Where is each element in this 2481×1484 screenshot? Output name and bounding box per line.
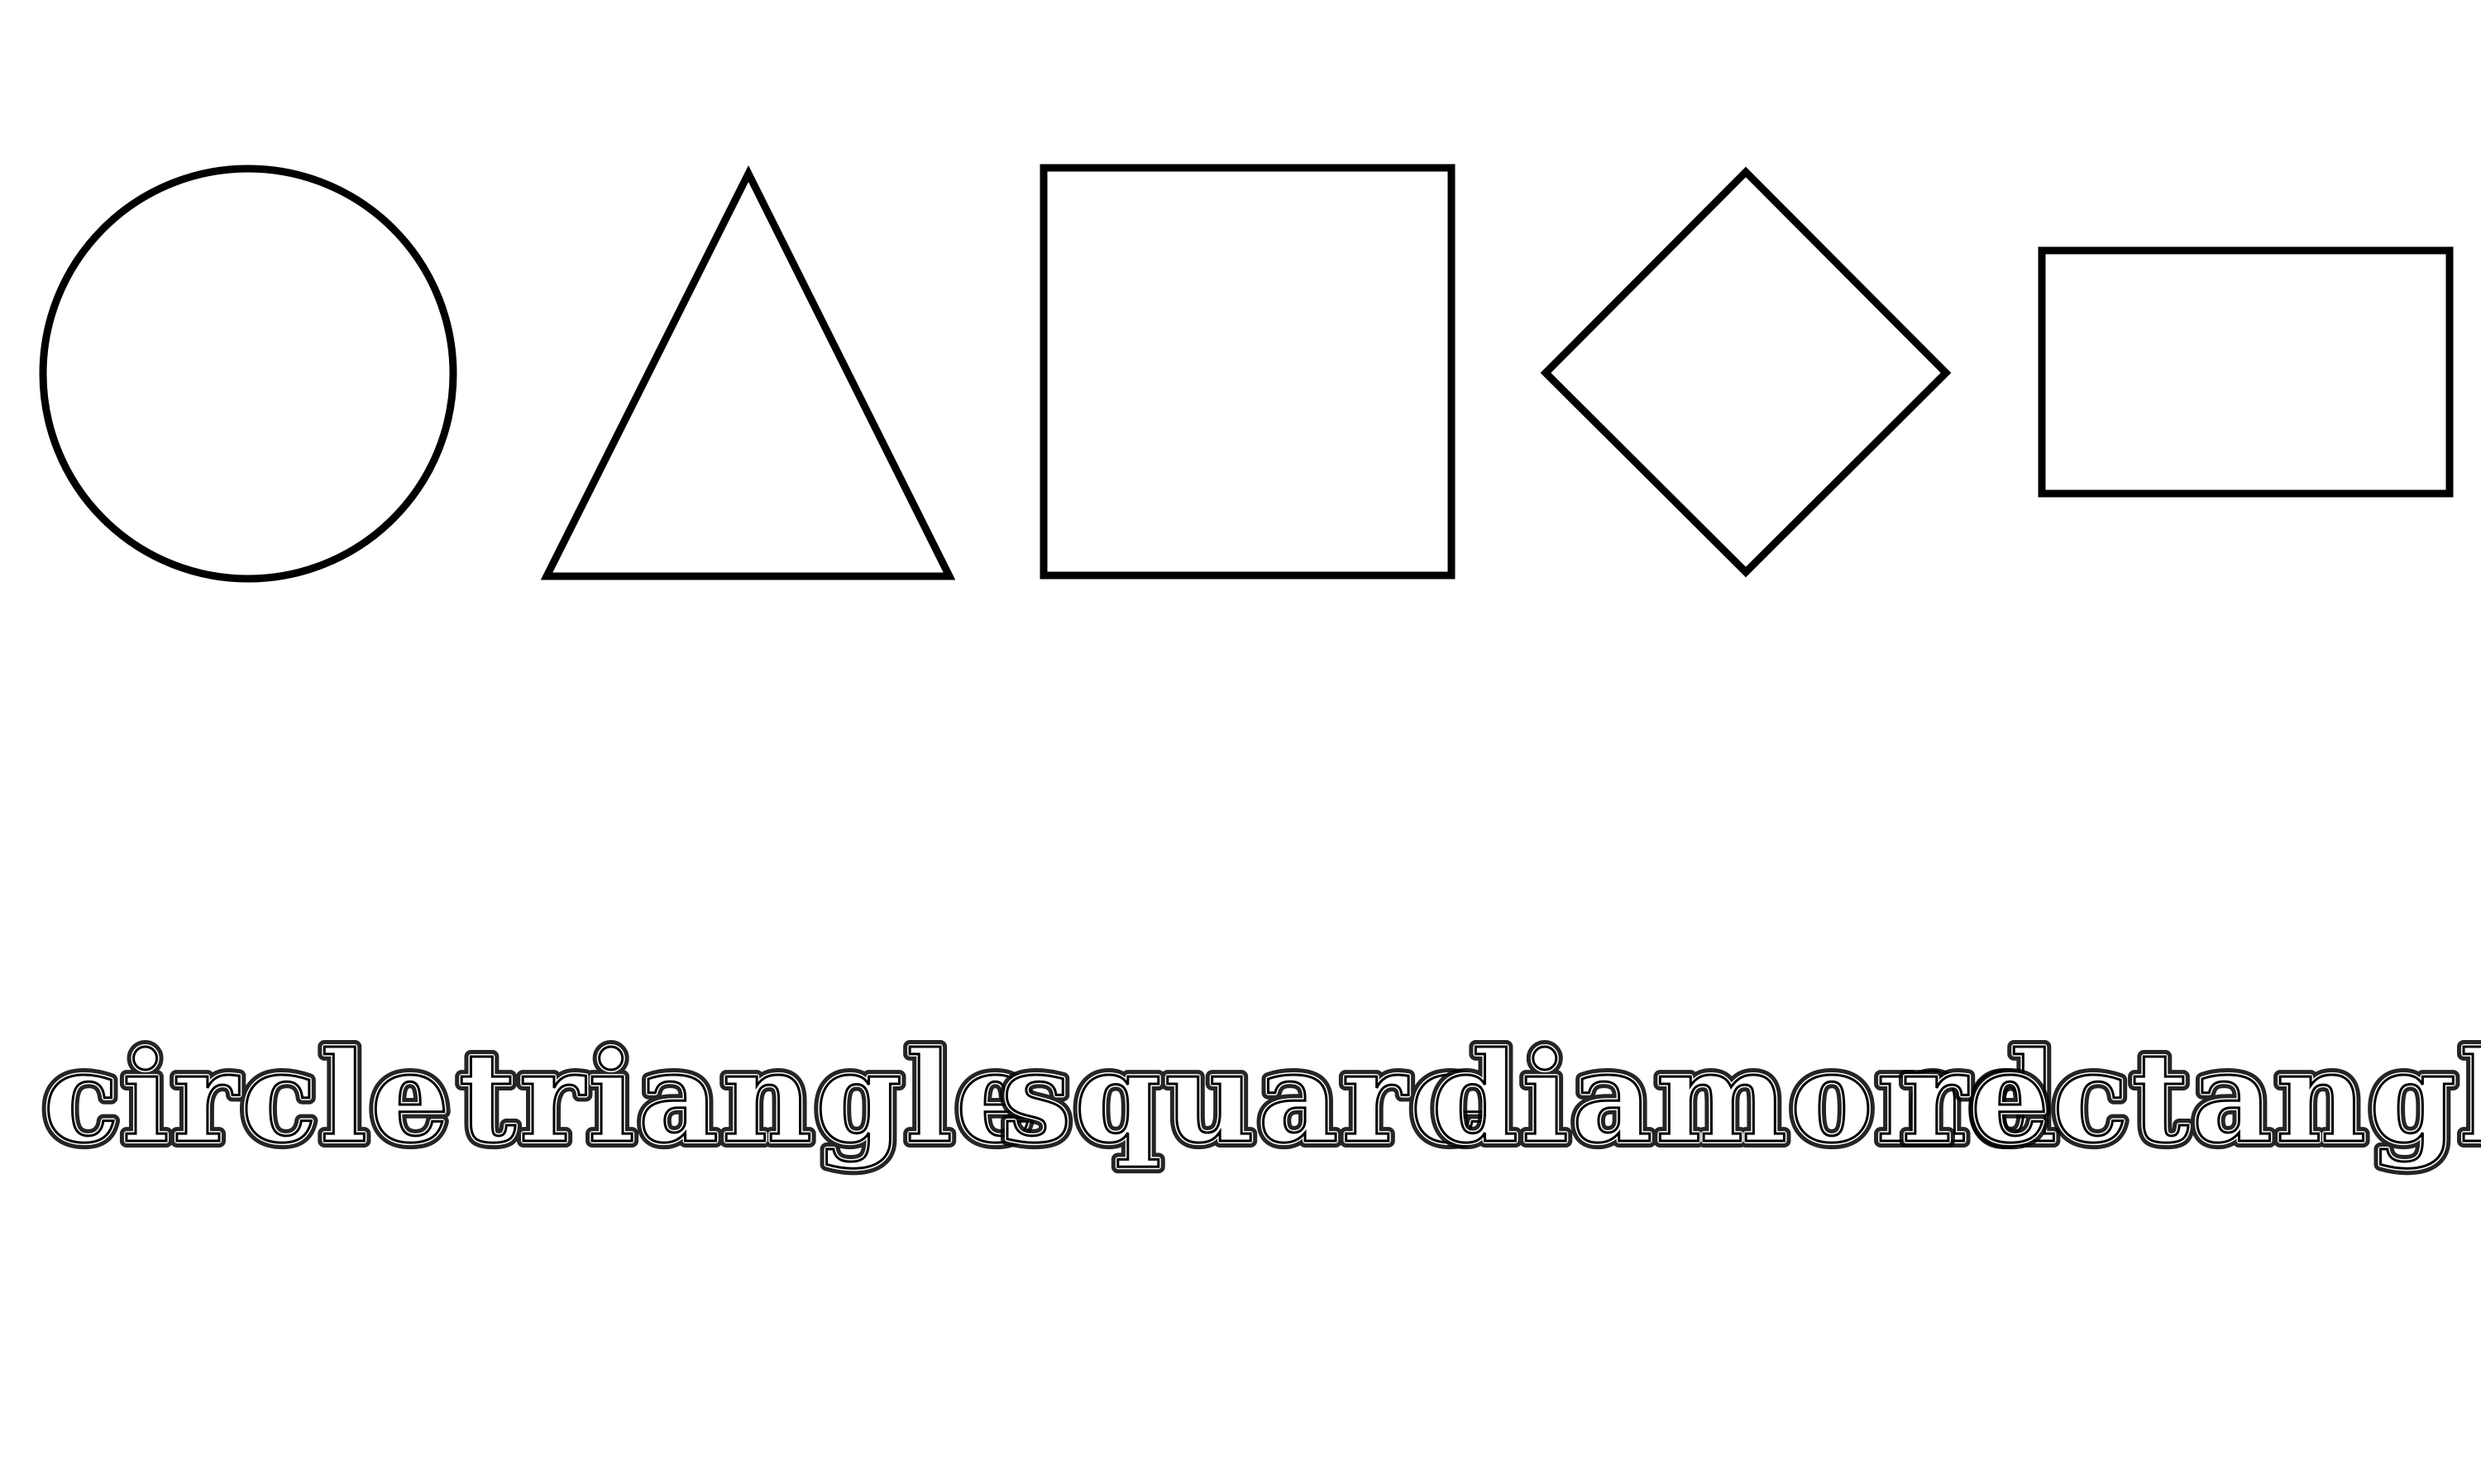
diamond-shape xyxy=(1540,166,1952,578)
square-shape xyxy=(1040,164,1456,580)
label-square: square square square xyxy=(995,1019,1496,1177)
label-circle-shadow: circle xyxy=(43,1025,452,1171)
rectangle-shape xyxy=(2038,246,2454,498)
label-diamond-shadow: diamond xyxy=(1432,1025,2060,1171)
label-diamond-inner: diamond xyxy=(1432,1025,2060,1171)
label-triangle-shadow: triangle xyxy=(459,1025,1039,1171)
label-triangle: triangle triangle triangle xyxy=(452,1019,1042,1177)
label-circle-text: circle xyxy=(43,1025,452,1171)
label-rectangle-text: rectangle xyxy=(1902,1025,2481,1171)
label-square-text: square xyxy=(1001,1025,1493,1171)
label-square-shadow: square xyxy=(1001,1025,1493,1171)
label-diamond-text: diamond xyxy=(1432,1025,2060,1171)
label-circle-inner: circle xyxy=(43,1025,452,1171)
label-diamond: diamond diamond diamond xyxy=(1425,1019,2063,1177)
label-circle: circle circle circle xyxy=(36,1019,456,1177)
triangle-shape xyxy=(540,165,956,580)
label-triangle-inner: triangle xyxy=(459,1025,1039,1171)
circle-shape xyxy=(39,165,457,583)
label-rectangle-inner: rectangle xyxy=(1902,1025,2481,1171)
label-rectangle: rectangle rectangle rectangle xyxy=(1895,1019,2481,1177)
label-rectangle-shadow: rectangle xyxy=(1902,1025,2481,1171)
label-triangle-text: triangle xyxy=(459,1025,1039,1171)
label-square-inner: square xyxy=(1001,1025,1493,1171)
